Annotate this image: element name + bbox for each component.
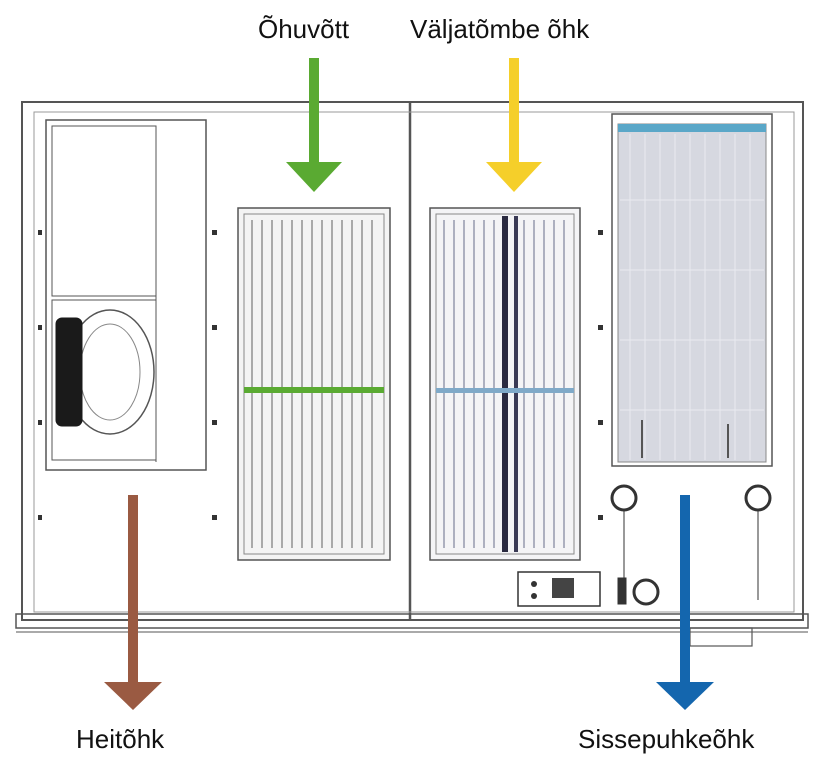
outdoor-air-label: Õhuvõtt — [258, 14, 350, 44]
exhaust-air-label: Heitõhk — [76, 724, 165, 754]
arrow-down-icon — [486, 58, 542, 192]
extract-air-label: Väljatõmbe õhk — [410, 14, 590, 44]
control-panel — [517, 571, 601, 607]
unit-housing — [15, 101, 809, 647]
arrow-down-icon — [286, 58, 342, 192]
outdoor-air-damper — [237, 207, 391, 561]
arrow-down-icon — [656, 495, 714, 710]
exhaust-fan-section — [45, 119, 207, 471]
arrow-down-icon — [104, 495, 162, 710]
supply-air-label: Sissepuhkeõhk — [578, 724, 755, 754]
extract-air-damper — [429, 207, 581, 561]
housing-screws — [38, 230, 603, 520]
supply-filter-section — [611, 113, 773, 467]
pressure-gauges — [610, 484, 772, 606]
